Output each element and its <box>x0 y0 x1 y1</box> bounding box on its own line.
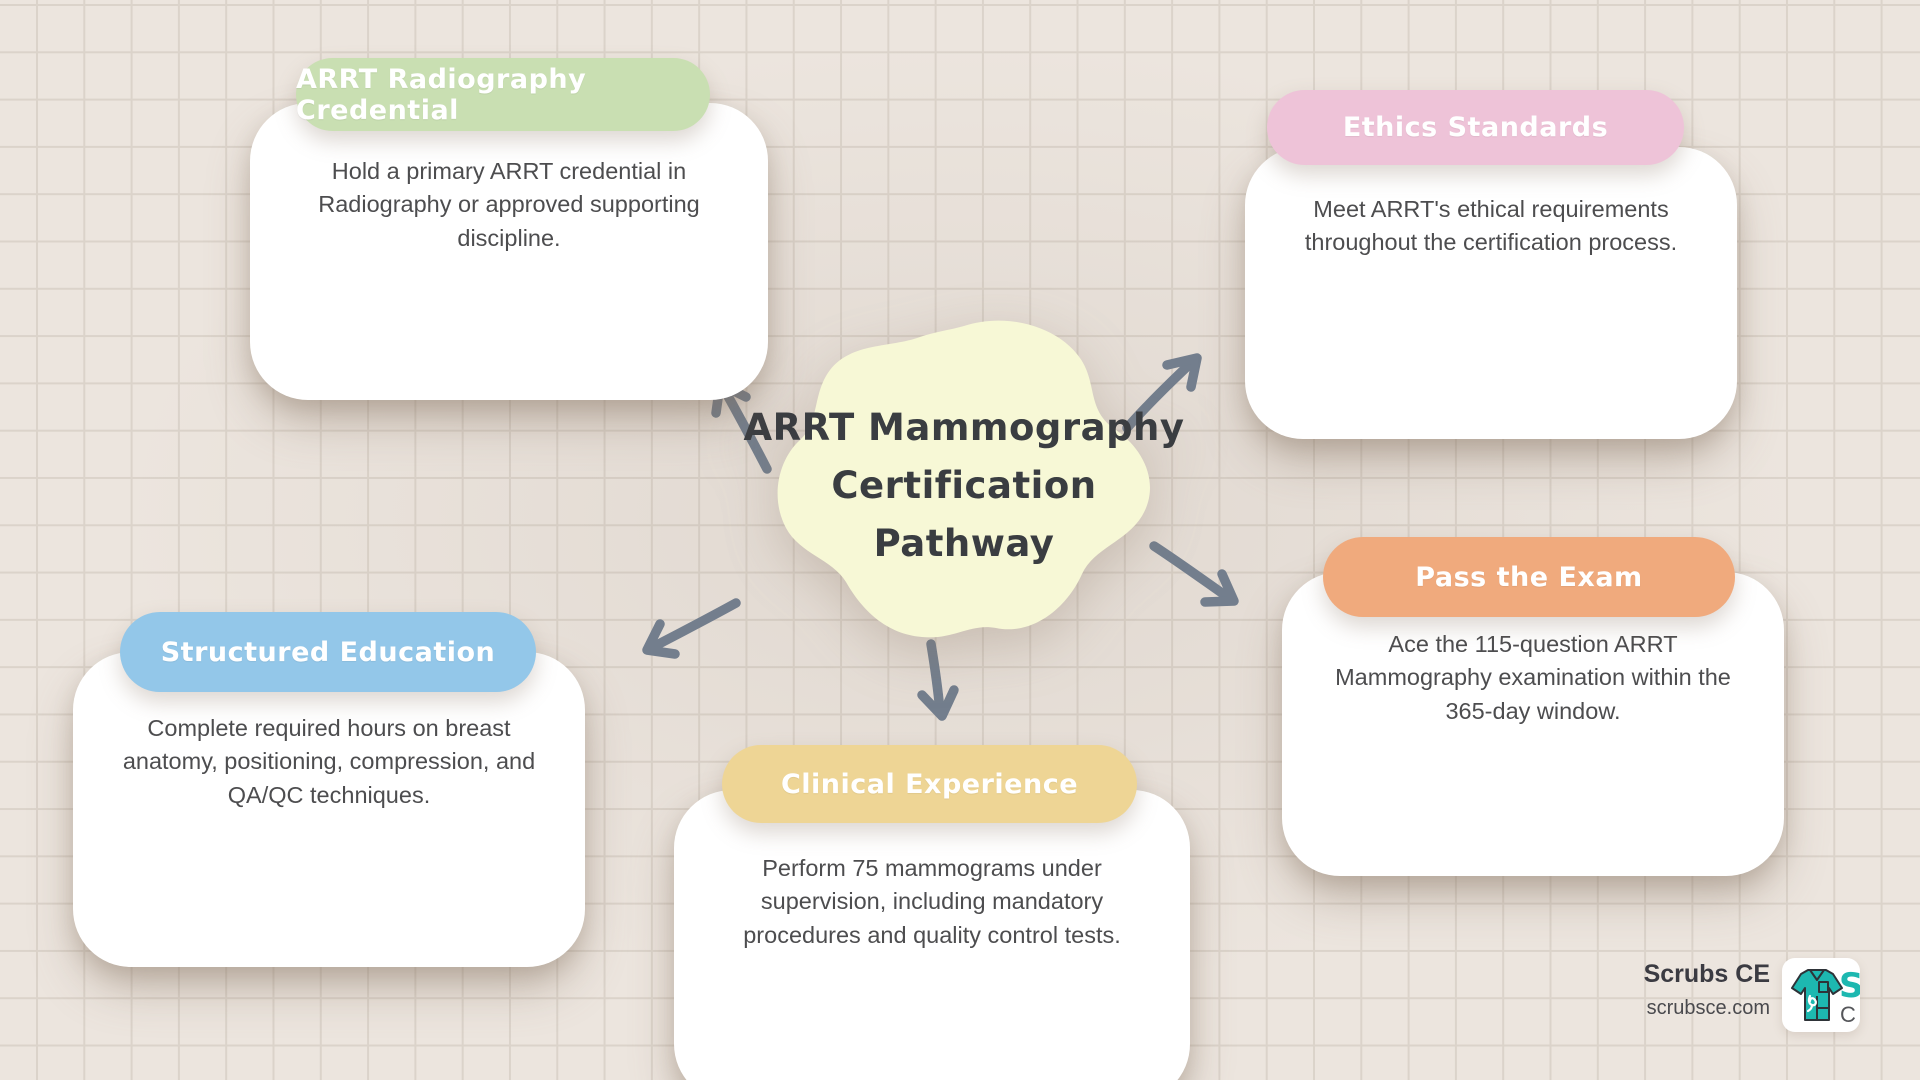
brand-name: Scrubs CE <box>1643 960 1770 988</box>
center-topic-line: Certification <box>831 464 1097 507</box>
center-topic-line: Pathway <box>873 522 1055 565</box>
node-body-text: Perform 75 mammograms under supervision,… <box>743 855 1121 948</box>
node-header-pass-the-exam: Pass the Exam <box>1323 537 1735 617</box>
scrubs-shirt-icon <box>1791 969 1843 1021</box>
node-header-structured-education: Structured Education <box>120 612 536 692</box>
node-body-text: Complete required hours on breast anatom… <box>122 715 536 808</box>
node-header-radiography-credential: ARRT Radiography Credential <box>296 58 710 131</box>
brand-logo: S C <box>1782 958 1860 1032</box>
node-header-label: Clinical Experience <box>780 768 1079 800</box>
node-body-text: Hold a primary ARRT credential in Radiog… <box>318 158 700 251</box>
node-card-ethics-standards: Meet ARRT's ethical requirements through… <box>1245 147 1737 439</box>
node-header-label: ARRT Radiography Credential <box>296 63 587 126</box>
node-card-radiography-credential: Hold a primary ARRT credential in Radiog… <box>250 103 768 400</box>
node-header-label: Pass the Exam <box>1415 561 1643 593</box>
arrow-to-clinical-experience <box>917 639 959 721</box>
node-card-structured-education: Complete required hours on breast anatom… <box>73 652 585 967</box>
node-header-label: Structured Education <box>160 636 496 668</box>
logo-partial-letter-s: S <box>1839 966 1860 1006</box>
blob-shape <box>777 320 1150 638</box>
logo-partial-letter-c: C <box>1840 1002 1856 1027</box>
node-header-label: Ethics Standards <box>1342 112 1609 143</box>
node-card-pass-the-exam: Ace the 115-question ARRT Mammography ex… <box>1282 572 1784 876</box>
center-topic-line: ARRT Mammography <box>743 406 1185 449</box>
node-header-ethics-standards: Ethics Standards <box>1267 90 1684 165</box>
arrow-to-structured-education <box>642 598 741 659</box>
node-body-text: Meet ARRT's ethical requirements through… <box>1304 196 1678 256</box>
node-card-clinical-experience: Perform 75 mammograms under supervision,… <box>674 790 1190 1080</box>
brand-website: scrubsce.com <box>1646 997 1770 1019</box>
arrow-to-pass-the-exam <box>1149 541 1239 607</box>
node-header-clinical-experience: Clinical Experience <box>722 745 1137 823</box>
node-body-text: Ace the 115-question ARRT Mammography ex… <box>1335 631 1731 724</box>
center-topic-text: ARRT Mammography Certification Pathway <box>743 318 1184 648</box>
center-topic: ARRT Mammography Certification Pathway <box>743 318 1184 648</box>
